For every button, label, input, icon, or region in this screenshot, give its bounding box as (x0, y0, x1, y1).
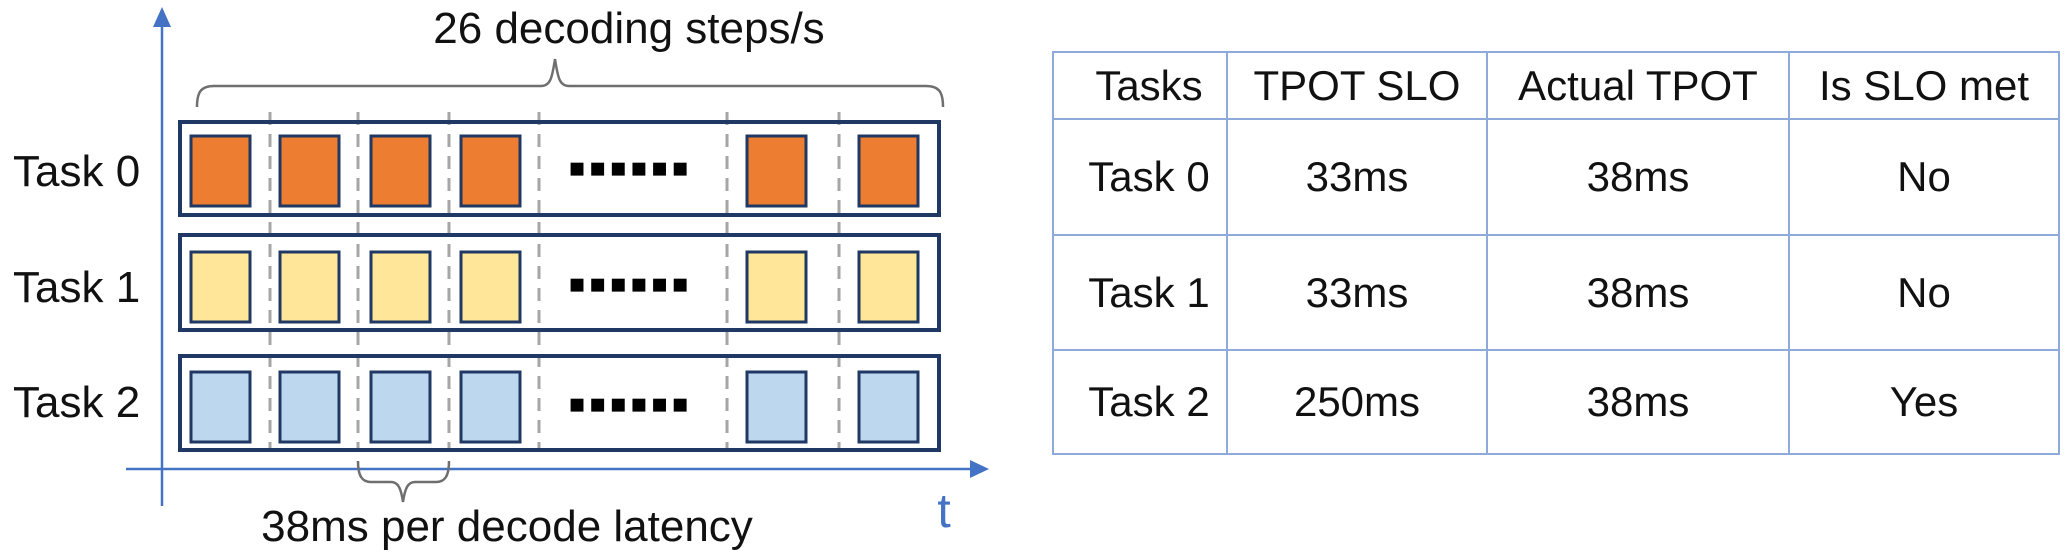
task-2-steps (189, 370, 920, 444)
cell-task-1-actual-tpot: 38ms (1488, 236, 1790, 351)
decode-step-square (459, 370, 522, 444)
cell-task-2-slo-met: Yes (1790, 351, 2060, 455)
cell-task-0-slo-met: No (1790, 120, 2060, 236)
decode-step-square (189, 370, 252, 444)
y-axis-arrowhead-icon (153, 7, 171, 27)
x-axis-arrowhead-icon (970, 460, 989, 478)
task-1-timeline-row (178, 233, 941, 332)
cell-task-0-actual-tpot: 38ms (1488, 120, 1790, 236)
top-brace (195, 58, 945, 108)
dashed-separators (268, 112, 841, 450)
continuation-dots-task-2: ▪▪▪▪▪▪ (568, 389, 692, 419)
decode-step-square (189, 134, 252, 208)
table-header-tpot-slo: TPOT SLO (1228, 53, 1488, 120)
continuation-dots-task-1: ▪▪▪▪▪▪ (568, 269, 692, 299)
bottom-brace-label: 38ms per decode latency (261, 502, 753, 551)
decode-step-square (278, 250, 341, 324)
decode-step-square (369, 370, 432, 444)
time-axis-label: t (937, 485, 950, 538)
cell-task-1-tpot-slo: 33ms (1228, 236, 1488, 351)
decode-step-square (745, 370, 808, 444)
decode-step-square (189, 250, 252, 324)
table-header-is-slo-met: Is SLO met (1790, 53, 2060, 120)
cell-task-1-slo-met: No (1790, 236, 2060, 351)
cell-task-2-tpot-slo: 250ms (1228, 351, 1488, 455)
task-2-label: Task 2 (13, 378, 140, 427)
decode-step-square (857, 250, 920, 324)
cell-task-1-name: Task 1 (1054, 236, 1228, 351)
top-brace-label: 26 decoding steps/s (433, 4, 824, 53)
table-header-tasks: Tasks (1054, 53, 1228, 120)
decode-step-square (459, 250, 522, 324)
task-2-timeline-row (178, 354, 941, 452)
task-0-label: Task 0 (13, 147, 140, 196)
task-1-steps (189, 250, 920, 324)
decode-step-square (459, 134, 522, 208)
continuation-dots-task-0: ▪▪▪▪▪▪ (568, 153, 692, 183)
task-0-timeline-row (178, 120, 941, 217)
decode-step-square (745, 250, 808, 324)
cell-task-0-name: Task 0 (1054, 120, 1228, 236)
cell-task-0-tpot-slo: 33ms (1228, 120, 1488, 236)
decode-step-square (278, 370, 341, 444)
task-1-label: Task 1 (13, 263, 140, 312)
cell-task-2-name: Task 2 (1054, 351, 1228, 455)
bottom-brace (356, 460, 451, 503)
decode-step-square (278, 134, 341, 208)
decode-step-square (857, 134, 920, 208)
decode-step-square (369, 134, 432, 208)
cell-task-2-actual-tpot: 38ms (1488, 351, 1790, 455)
decode-step-square (369, 250, 432, 324)
slo-table: Tasks TPOT SLO Actual TPOT Is SLO met Ta… (1052, 51, 2060, 455)
decoding-timeline-figure: ▪▪▪▪▪▪ ▪▪▪▪▪▪ ▪▪▪▪▪▪ 26 decoding steps/s… (13, 4, 989, 551)
decode-step-square (745, 134, 808, 208)
decode-step-square (857, 370, 920, 444)
table-header-actual-tpot: Actual TPOT (1488, 53, 1790, 120)
task-0-steps (189, 134, 920, 208)
